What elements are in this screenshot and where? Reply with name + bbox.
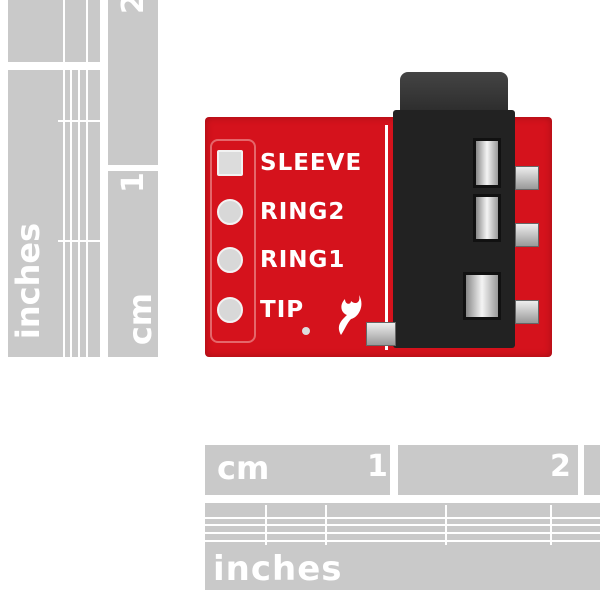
cm-label-vertical: cm [121,292,160,346]
ruler-divider [108,165,158,171]
pin-ring1 [217,247,243,273]
jack-contact [473,194,501,242]
solder-pad [515,166,539,190]
solder-pad [366,322,396,346]
ruler-divider [100,0,108,357]
cm-mark-2-horizontal: 2 [550,449,571,484]
solder-pad [515,223,539,247]
jack-barrel [400,72,508,117]
cm-mark-1-vertical: 1 [115,172,151,193]
solder-pad [515,300,539,324]
cm-label-horizontal: cm [217,449,270,487]
silkscreen-line [385,125,388,350]
audio-jack-3.5mm [393,110,515,348]
silkscreen-outline [210,139,256,343]
label-ring1: RING1 [260,247,346,273]
label-tip: TIP [260,297,305,323]
pin-ring2 [217,199,243,225]
vertical-ruler: inches cm 1 2 [8,0,160,357]
pin-sleeve [217,150,243,176]
inches-label-vertical: inches [9,222,48,340]
pin-tip [217,297,243,323]
horizontal-ruler: cm 1 2 inches [205,445,600,590]
cm-mark-2-vertical: 2 [115,0,151,14]
inches-label-horizontal: inches [213,549,343,589]
flame-logo-icon [333,289,363,337]
cm-mark-1-horizontal: 1 [367,449,388,484]
jack-contact [473,138,501,188]
label-ring2: RING2 [260,199,346,225]
jack-contact [463,272,501,320]
label-sleeve: SLEEVE [260,150,363,176]
ruler-divider [8,62,100,70]
fiducial-dot [302,327,310,335]
